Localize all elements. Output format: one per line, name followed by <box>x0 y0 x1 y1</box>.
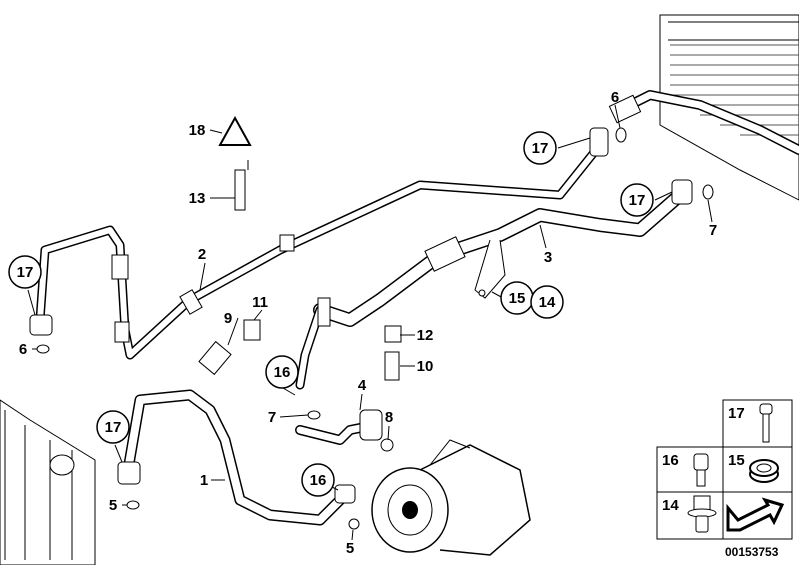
callout-12: 12 <box>417 327 434 344</box>
callout-circle <box>8 255 42 289</box>
pipe-3 <box>295 179 693 390</box>
callout-circle <box>301 463 335 497</box>
callout-17: 17 <box>105 419 122 436</box>
callout-circle <box>96 410 130 444</box>
callout-6: 6 <box>611 89 619 106</box>
condenser <box>608 14 799 201</box>
legend-label-17: 17 <box>728 405 745 422</box>
callout-5: 5 <box>346 540 354 557</box>
callout-5: 5 <box>109 497 117 514</box>
warning-label-icon <box>218 115 252 146</box>
arrow-icon <box>726 497 785 532</box>
callout-17: 17 <box>17 264 34 281</box>
callout-circle <box>530 285 564 319</box>
pressure-sensor <box>234 169 246 211</box>
callout-6: 6 <box>19 341 27 358</box>
sealing-ring-icon <box>749 459 779 483</box>
callout-15: 15 <box>509 290 526 307</box>
radiator <box>0 399 96 565</box>
callout-9: 9 <box>224 310 232 327</box>
valve-9 <box>198 340 232 376</box>
legend-label-16: 16 <box>662 452 679 469</box>
callout-18: 18 <box>189 122 206 139</box>
collar-nut-icon <box>687 495 717 533</box>
callouts: 6 17 17 7 3 15 14 18 13 2 17 6 9 11 12 10 16 4 7 8 17 1 16 5 5 <box>8 89 717 557</box>
callout-7: 7 <box>268 409 276 426</box>
callout-circle <box>523 131 557 165</box>
pipe-2 <box>29 127 609 360</box>
callout-10: 10 <box>417 358 434 375</box>
pipe-1 <box>117 389 356 526</box>
callout-circle <box>620 183 654 217</box>
callout-17: 17 <box>629 192 646 209</box>
callout-16: 16 <box>310 472 327 489</box>
valve-10 <box>384 351 400 381</box>
callout-14: 14 <box>539 294 556 311</box>
callout-8: 8 <box>385 409 393 426</box>
callout-16: 16 <box>274 364 291 381</box>
legend-label-14: 14 <box>662 497 679 514</box>
small-parts <box>36 115 714 530</box>
callout-1: 1 <box>200 472 208 489</box>
callout-3: 3 <box>544 249 552 266</box>
callout-17: 17 <box>532 140 549 157</box>
fastener-legend <box>656 399 793 540</box>
compressor <box>371 439 531 556</box>
bolt-icon <box>759 403 773 443</box>
callout-4: 4 <box>358 377 367 394</box>
callout-13: 13 <box>189 190 206 207</box>
callout-11: 11 <box>252 294 268 311</box>
leader-lines <box>27 104 713 541</box>
cap-12 <box>384 325 402 343</box>
callout-7: 7 <box>709 222 717 239</box>
cap-11 <box>243 319 261 341</box>
callout-2: 2 <box>198 246 206 263</box>
socket-screw-icon <box>693 453 709 487</box>
pipe-4 <box>295 409 383 445</box>
diagram-id: 00153753 <box>725 545 779 559</box>
callout-circle <box>265 355 299 389</box>
legend-label-15: 15 <box>728 452 745 469</box>
